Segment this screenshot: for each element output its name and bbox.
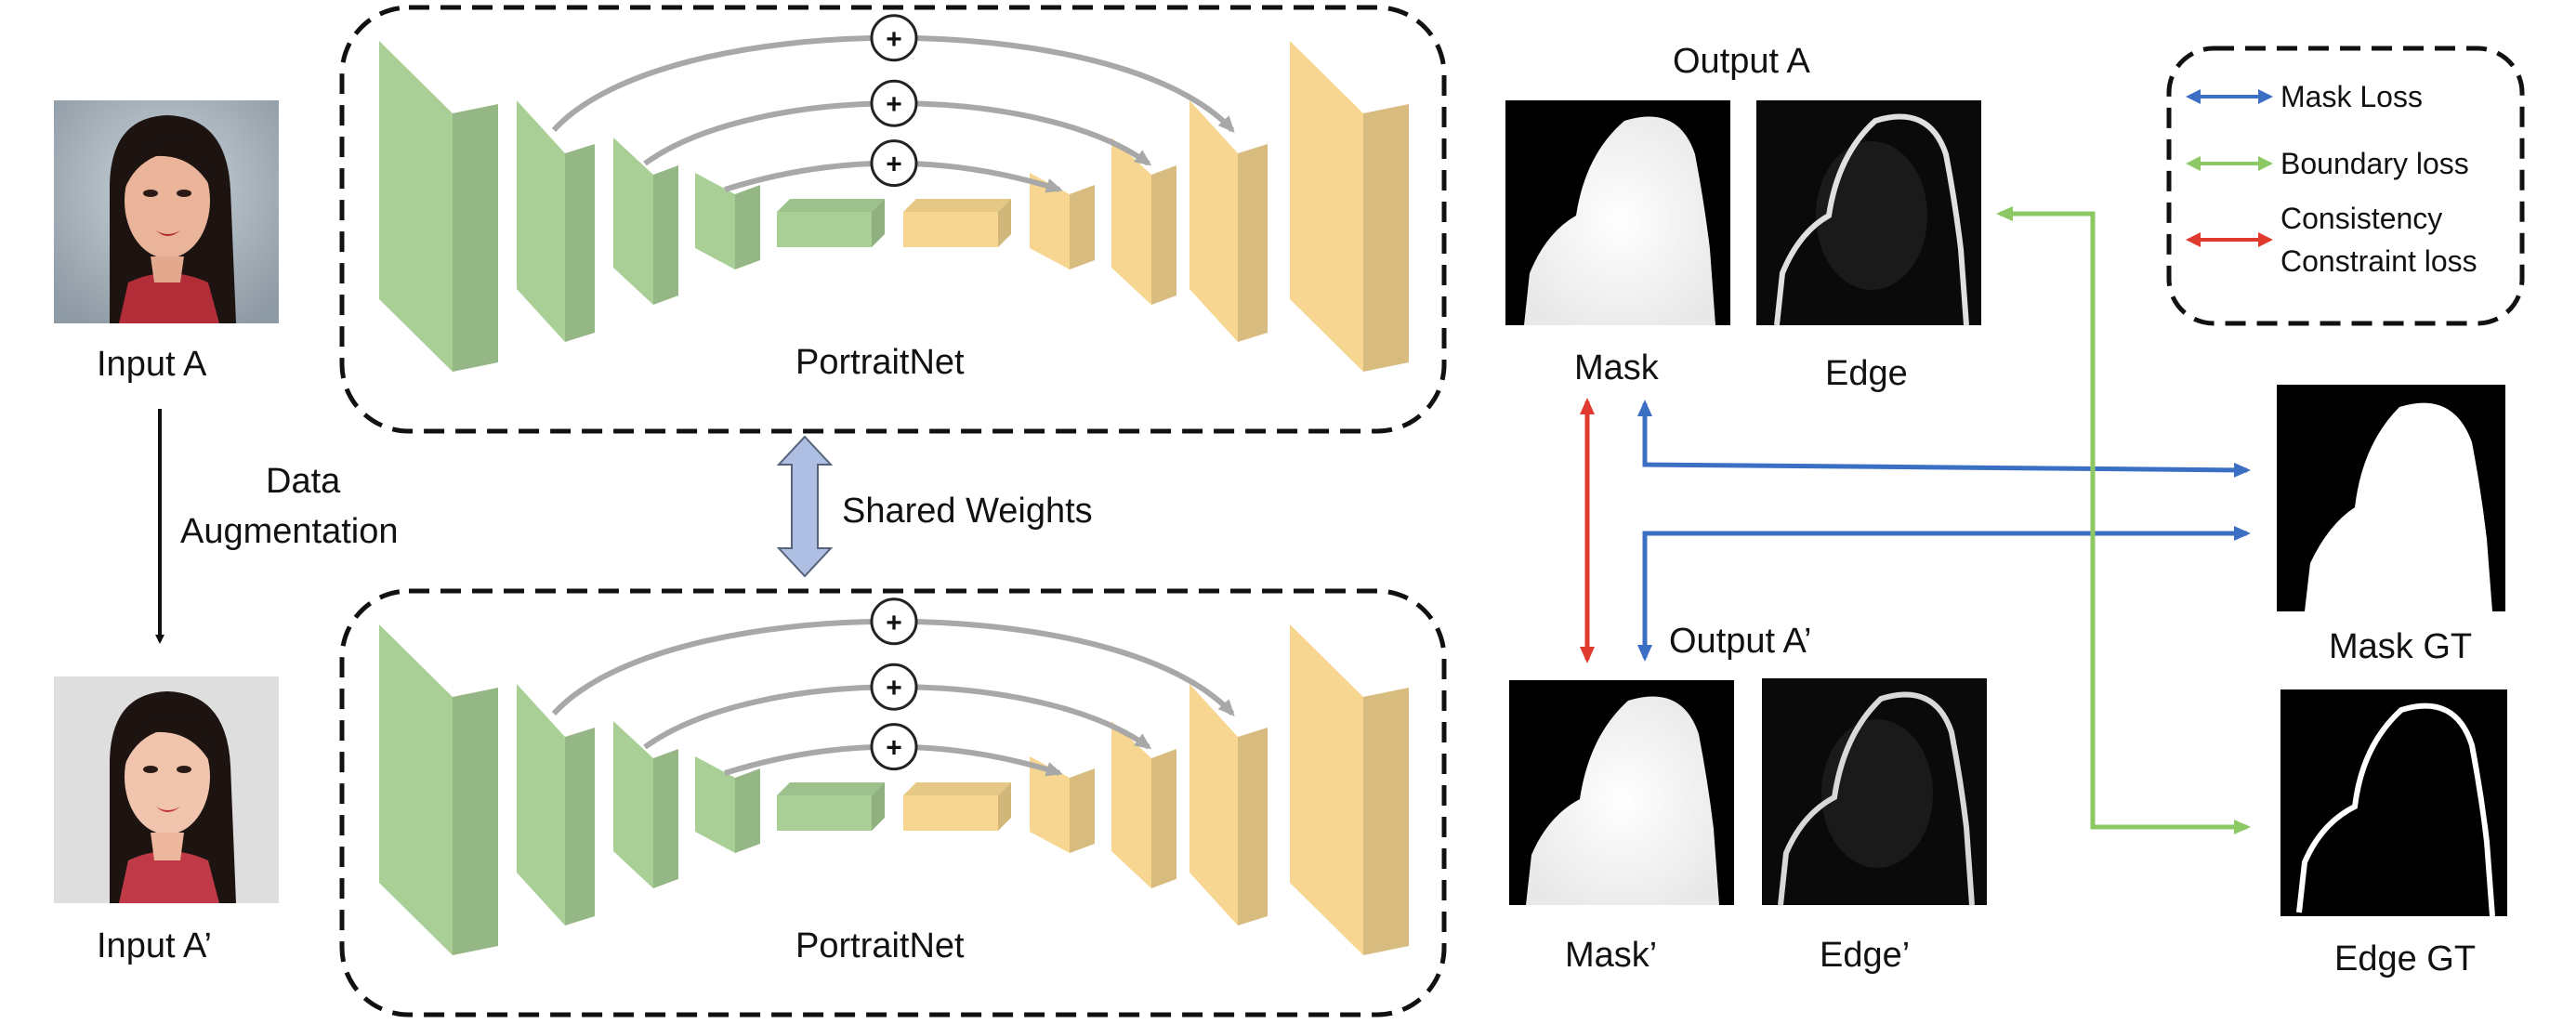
- shared-weights-label: Shared Weights: [842, 492, 1093, 531]
- plus-symbol: +: [886, 150, 902, 180]
- input-a-label: Input A: [97, 345, 207, 384]
- encoder-layer-3: [613, 721, 678, 888]
- shared-weights-arrow: [776, 435, 834, 578]
- encoder-layer-4: [695, 756, 760, 853]
- double-arrow-icon: [2186, 232, 2273, 247]
- mask-gt-image: [2277, 385, 2505, 611]
- decoder-layer-3: [1189, 100, 1268, 342]
- bottleneck-decoder-block: [903, 782, 1011, 831]
- legend-label-line1: Boundary loss: [2280, 147, 2469, 180]
- top-portraitnet-box: [339, 5, 1447, 434]
- encoder-layer-1: [379, 41, 498, 372]
- plus-icon: +: [870, 79, 918, 127]
- plus-symbol: +: [886, 24, 902, 55]
- plus-symbol: +: [886, 89, 902, 120]
- decoder-layer-2: [1111, 721, 1176, 888]
- decoder-layer-1: [1030, 173, 1095, 269]
- encoder-layer-3: [613, 138, 678, 305]
- encoder-layer-1: [379, 624, 498, 955]
- bottom-portraitnet-box: [339, 588, 1447, 1017]
- edge-gt-label: Edge GT: [2334, 939, 2476, 978]
- decoder-layer-4: [1290, 624, 1409, 955]
- double-arrow-icon: [2186, 89, 2273, 104]
- boundary-loss-connector: [1996, 206, 2251, 834]
- plus-symbol: +: [886, 673, 902, 703]
- input-a-prime-label: Input A’: [97, 926, 212, 965]
- input-a-image: [54, 100, 279, 323]
- mask-gt-label: Mask GT: [2329, 627, 2472, 666]
- encoder-layer-2: [517, 100, 595, 342]
- decoder-layer-1: [1030, 756, 1095, 853]
- bottleneck-encoder-block: [777, 199, 885, 247]
- edge-prime-label: Edge’: [1820, 936, 1910, 975]
- mask-prime-image: [1509, 680, 1734, 905]
- bottleneck-encoder-block: [777, 782, 885, 831]
- double-arrow-icon: [2186, 156, 2273, 171]
- legend-box: [2166, 46, 2525, 326]
- input-a-prime-image: [54, 676, 279, 903]
- decoder-layer-2: [1111, 138, 1176, 305]
- edge-label: Edge: [1825, 354, 1908, 393]
- top-network-layers: + + +: [379, 14, 1409, 372]
- mask-loss-connector-top: [1637, 400, 2251, 478]
- plus-icon: +: [870, 14, 918, 62]
- plus-symbol: +: [886, 733, 902, 764]
- decoder-layer-3: [1189, 684, 1268, 926]
- bottleneck-decoder-block: [903, 199, 1011, 247]
- top-portraitnet-label: PortraitNet: [795, 343, 965, 382]
- plus-icon: +: [870, 139, 918, 188]
- plus-icon: +: [870, 723, 918, 771]
- encoder-layer-4: [695, 173, 760, 269]
- mask-prime-label: Mask’: [1565, 936, 1657, 975]
- plus-symbol: +: [886, 608, 902, 638]
- legend-item: Mask Loss: [2186, 80, 2423, 113]
- data-augmentation-label-line1: Data: [266, 462, 341, 501]
- plus-icon: +: [870, 663, 918, 711]
- edge-image: [1756, 100, 1981, 326]
- legend-label-line1: Consistency: [2280, 202, 2442, 235]
- data-augmentation-label-line2: Augmentation: [180, 512, 399, 551]
- mask-label: Mask: [1574, 348, 1660, 387]
- bottom-network-layers: + + +: [379, 597, 1409, 955]
- legend-label-line2: Constraint loss: [2280, 244, 2477, 278]
- legend-item: Boundary loss: [2186, 147, 2469, 180]
- output-a-prime-title: Output A’: [1669, 622, 1812, 661]
- mask-image: [1505, 100, 1730, 325]
- legend-label-line1: Mask Loss: [2280, 80, 2423, 113]
- plus-icon: +: [870, 597, 918, 646]
- decoder-layer-4: [1290, 41, 1409, 372]
- output-a-title: Output A: [1673, 42, 1811, 81]
- edge-prime-image: [1762, 678, 1987, 906]
- bottom-portraitnet-label: PortraitNet: [795, 926, 965, 965]
- encoder-layer-2: [517, 684, 595, 926]
- edge-gt-image: [2280, 689, 2507, 917]
